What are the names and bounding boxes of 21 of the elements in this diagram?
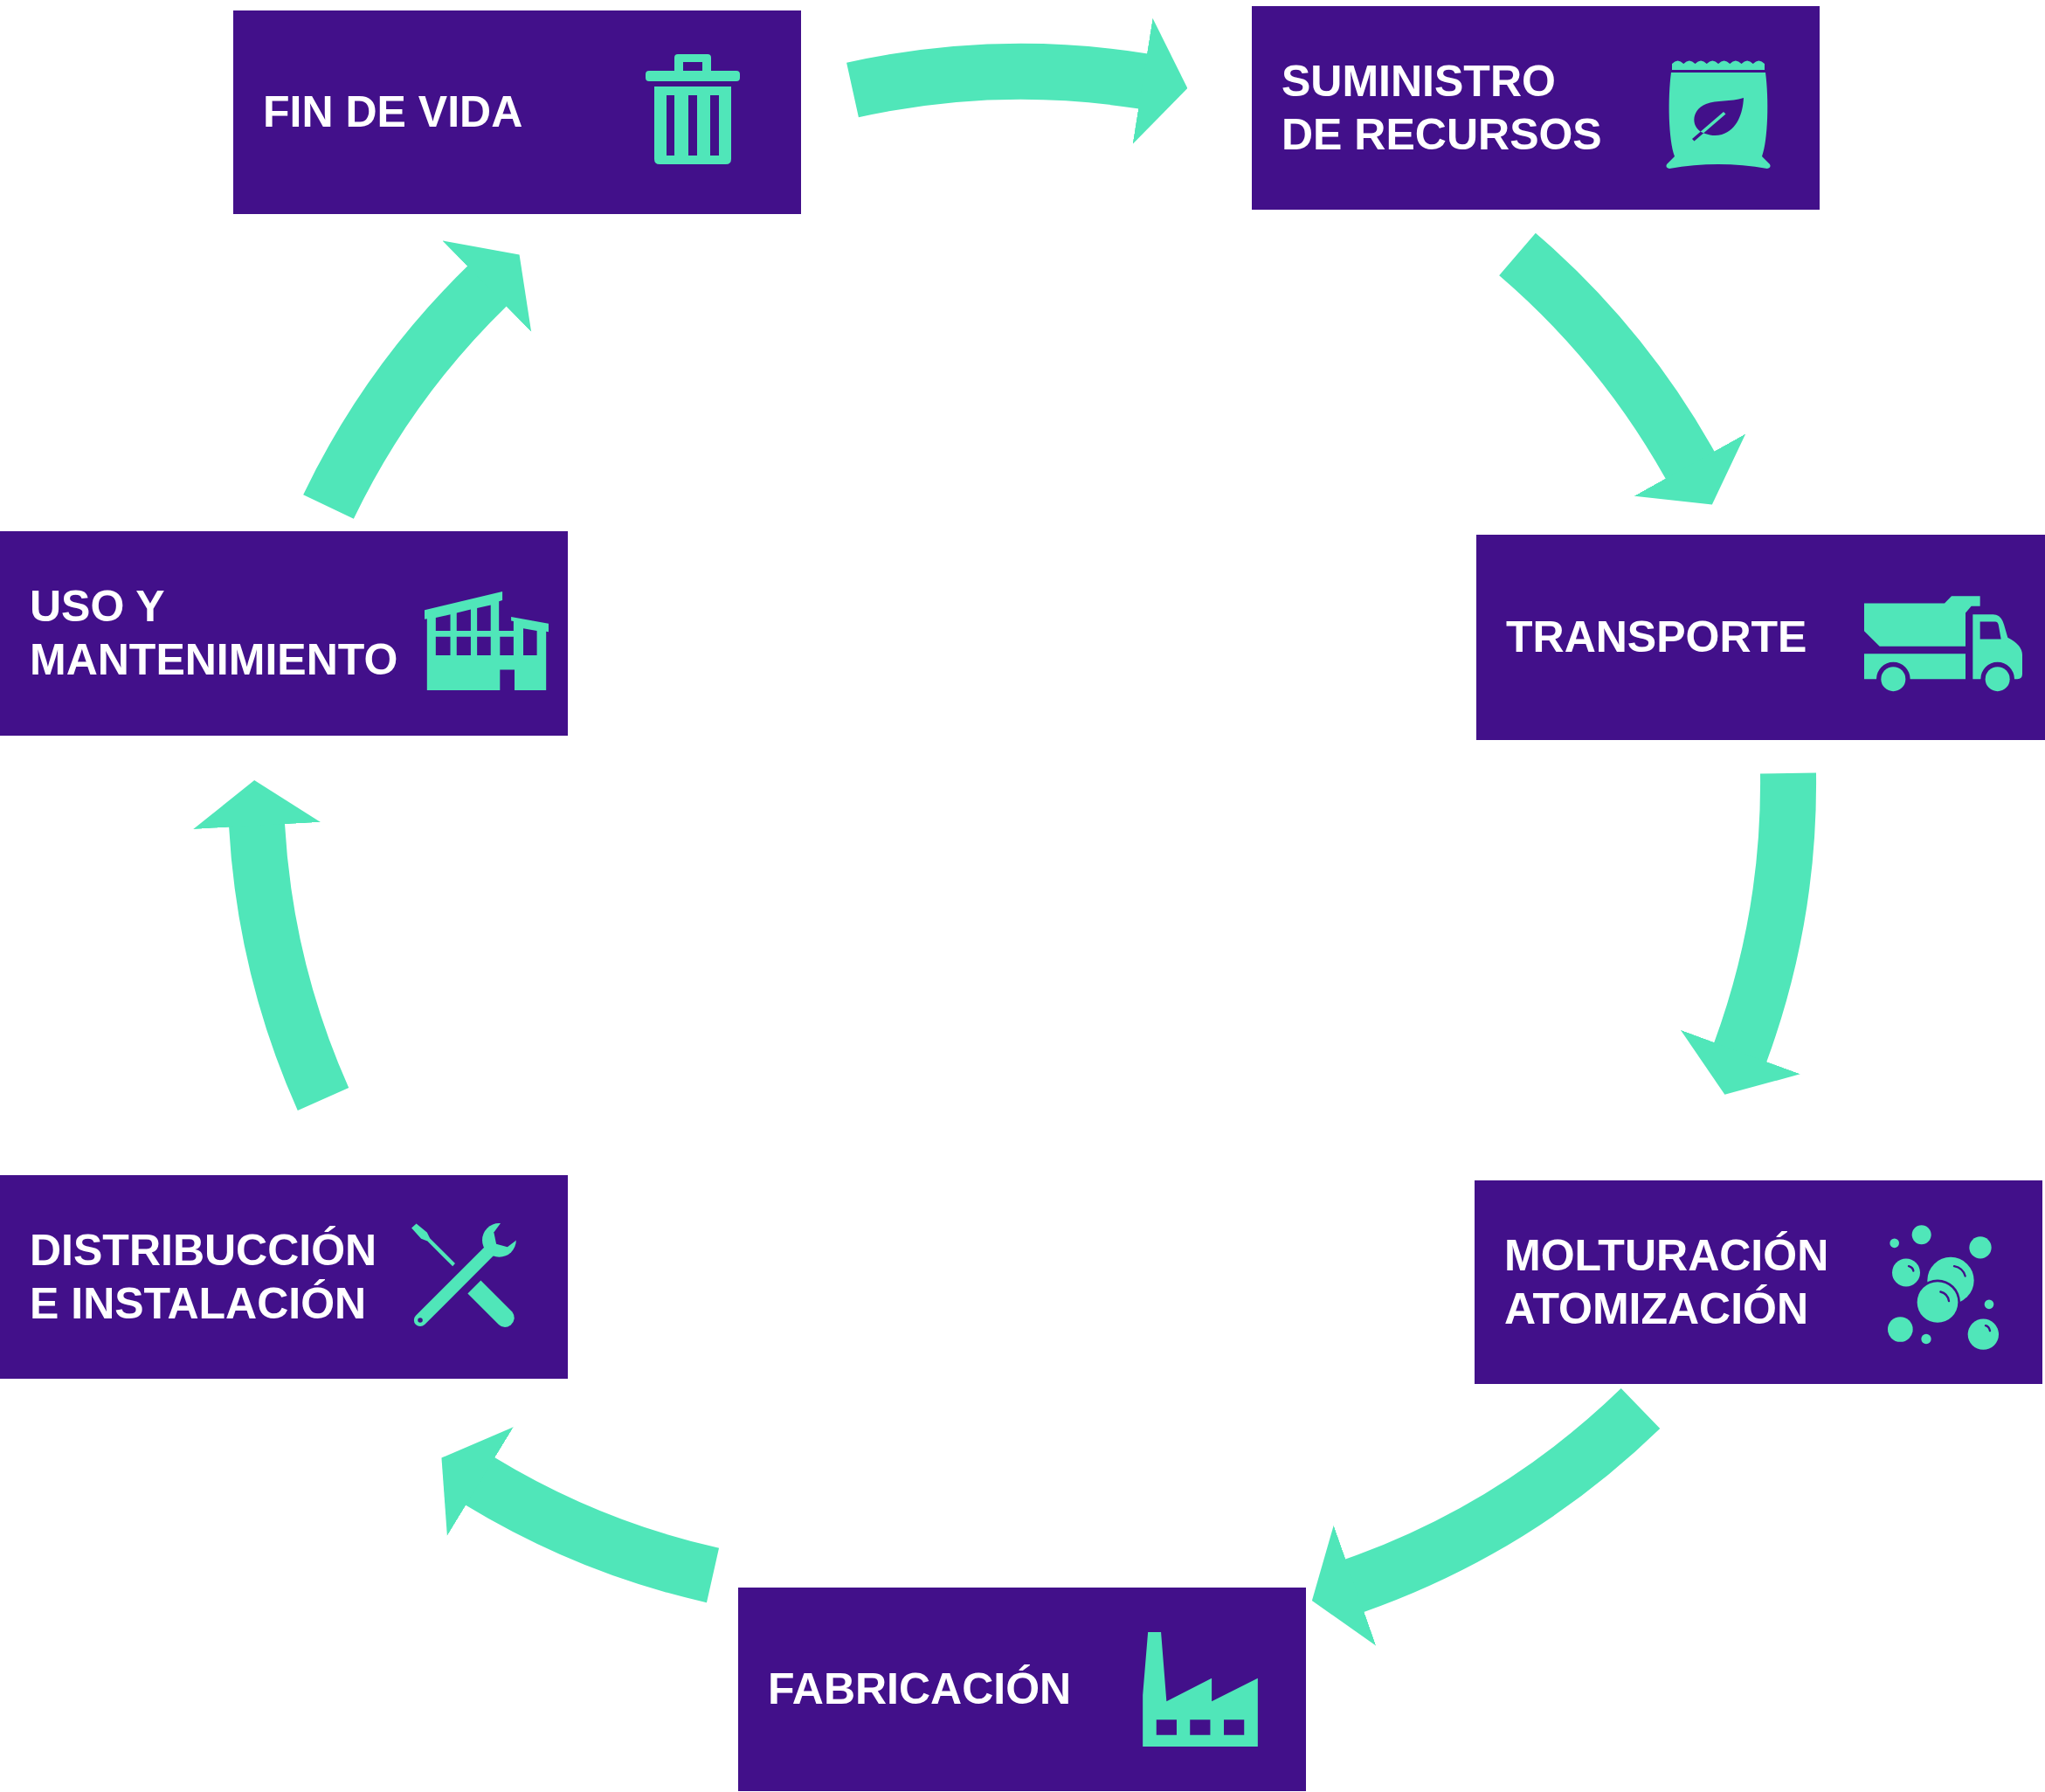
stage-title: DISTRIBUCCIÓN E INSTALACIÓN — [30, 1224, 378, 1330]
stage-box — [233, 10, 801, 214]
stage-title: SUMINISTRO DE RECURSOS — [1282, 55, 1603, 161]
stage-title: USO Y MANTENIMIENTO — [30, 581, 399, 686]
curved-arrow — [193, 780, 349, 1110]
curved-arrow — [1312, 1387, 1660, 1646]
stage-title: FIN DE VIDA — [263, 86, 523, 138]
stage-box — [0, 1175, 568, 1379]
curved-arrow — [846, 17, 1188, 145]
curved-arrow — [303, 241, 532, 520]
stage-title: MOLTURACIÓN ATOMIZACIÓN — [1504, 1229, 1830, 1335]
stage-title: TRANSPORTE — [1506, 612, 1807, 663]
stage-box — [1475, 1180, 2042, 1384]
stage-box — [1252, 6, 1820, 210]
stage-box — [0, 531, 568, 736]
curved-arrow — [1680, 772, 1816, 1096]
stage-box — [738, 1588, 1306, 1791]
stage-box — [1476, 535, 2045, 740]
curved-arrow — [441, 1426, 720, 1603]
curved-arrow — [1498, 233, 1745, 505]
stage-title: FABRICACIÓN — [768, 1664, 1072, 1715]
